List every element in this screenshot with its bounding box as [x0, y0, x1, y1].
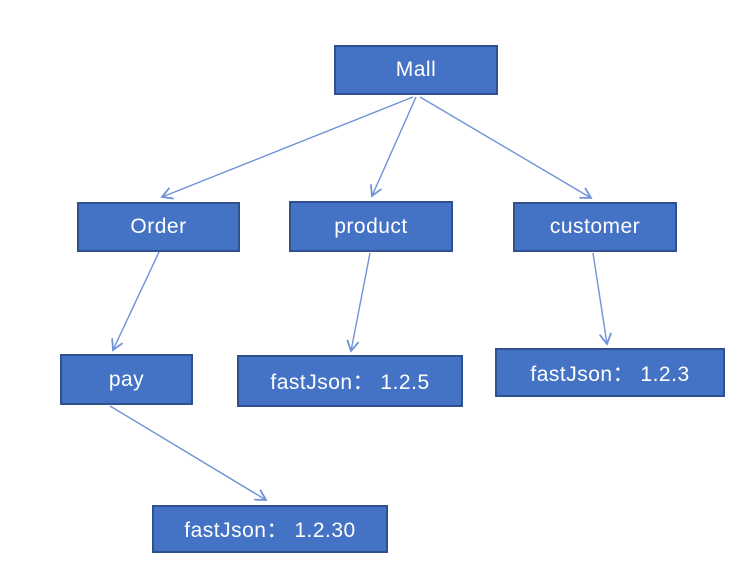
node-customer: customer: [513, 202, 677, 252]
node-mall: Mall: [334, 45, 498, 95]
arrow-customer-to-fastjson: [592, 252, 612, 346]
node-fastjson-pay: fastJson： 1.2.30: [152, 505, 388, 553]
arrow-pay-to-fastjson: [109, 405, 268, 501]
arrow-mall-to-order: [160, 96, 414, 200]
arrow-order-to-pay: [111, 251, 160, 352]
node-fastjson-product: fastJson： 1.2.5: [237, 355, 463, 407]
node-order: Order: [77, 202, 240, 252]
arrow-product-to-fastjson: [346, 252, 371, 353]
node-product: product: [289, 201, 453, 252]
arrow-mall-to-customer: [419, 96, 593, 199]
node-fastjson-customer: fastJson： 1.2.3: [495, 348, 725, 397]
node-pay: pay: [60, 354, 193, 405]
arrow-mall-to-product: [369, 96, 417, 198]
